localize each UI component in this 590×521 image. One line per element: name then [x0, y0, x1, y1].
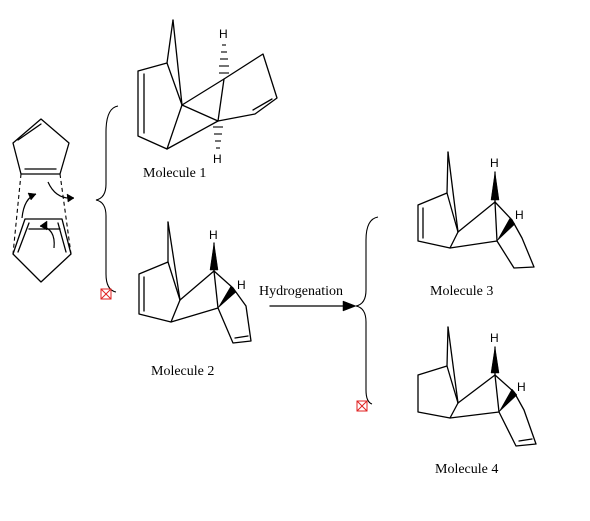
- molecule-3-label: Molecule 3: [430, 284, 493, 299]
- h-atom-top: H: [219, 27, 228, 41]
- cyclopentadiene-bottom: [12, 218, 72, 283]
- molecule-4-structure: H H: [417, 326, 537, 447]
- h-atom-top: H: [209, 228, 218, 242]
- h-atom-bottom: H: [213, 152, 222, 166]
- h-atom-right: H: [517, 380, 526, 394]
- attachment-marker-1: [100, 288, 112, 300]
- product-brace-2: [355, 216, 379, 405]
- molecule-1-structure: H H: [137, 19, 278, 166]
- arrowhead-left: [27, 192, 37, 201]
- h-atom-right: H: [237, 278, 246, 292]
- arrowhead-top: [66, 193, 75, 203]
- molecule-4-label: Molecule 4: [435, 462, 498, 477]
- molecule-3-structure: H H: [417, 151, 535, 269]
- wedge-bond-top: [209, 242, 219, 271]
- wedge-bond-top: [490, 171, 500, 201]
- reaction-label: Hydrogenation: [259, 284, 343, 299]
- h-atom-top: H: [490, 331, 499, 345]
- curved-arrow-left: [21, 193, 37, 219]
- forming-bond-left: [12, 173, 22, 255]
- molecule-2-structure: H H: [138, 221, 252, 344]
- cyclopentadiene-dimerization-reactants: [12, 118, 75, 283]
- h-atom-right: H: [515, 208, 524, 222]
- cyclopentadiene-top: [12, 118, 70, 175]
- molecule-1-label: Molecule 1: [143, 166, 206, 181]
- reaction-arrowhead: [342, 300, 357, 312]
- hashed-bond-top: [219, 44, 229, 74]
- forming-bond-right: [59, 173, 72, 255]
- attachment-marker-2: [356, 400, 368, 412]
- molecule-2-label: Molecule 2: [151, 364, 214, 379]
- h-atom-top: H: [490, 156, 499, 170]
- product-brace-1: [95, 105, 119, 293]
- arrowhead-bottom: [39, 220, 48, 231]
- wedge-bond-top: [490, 346, 500, 374]
- hashed-bond-bottom: [213, 126, 223, 149]
